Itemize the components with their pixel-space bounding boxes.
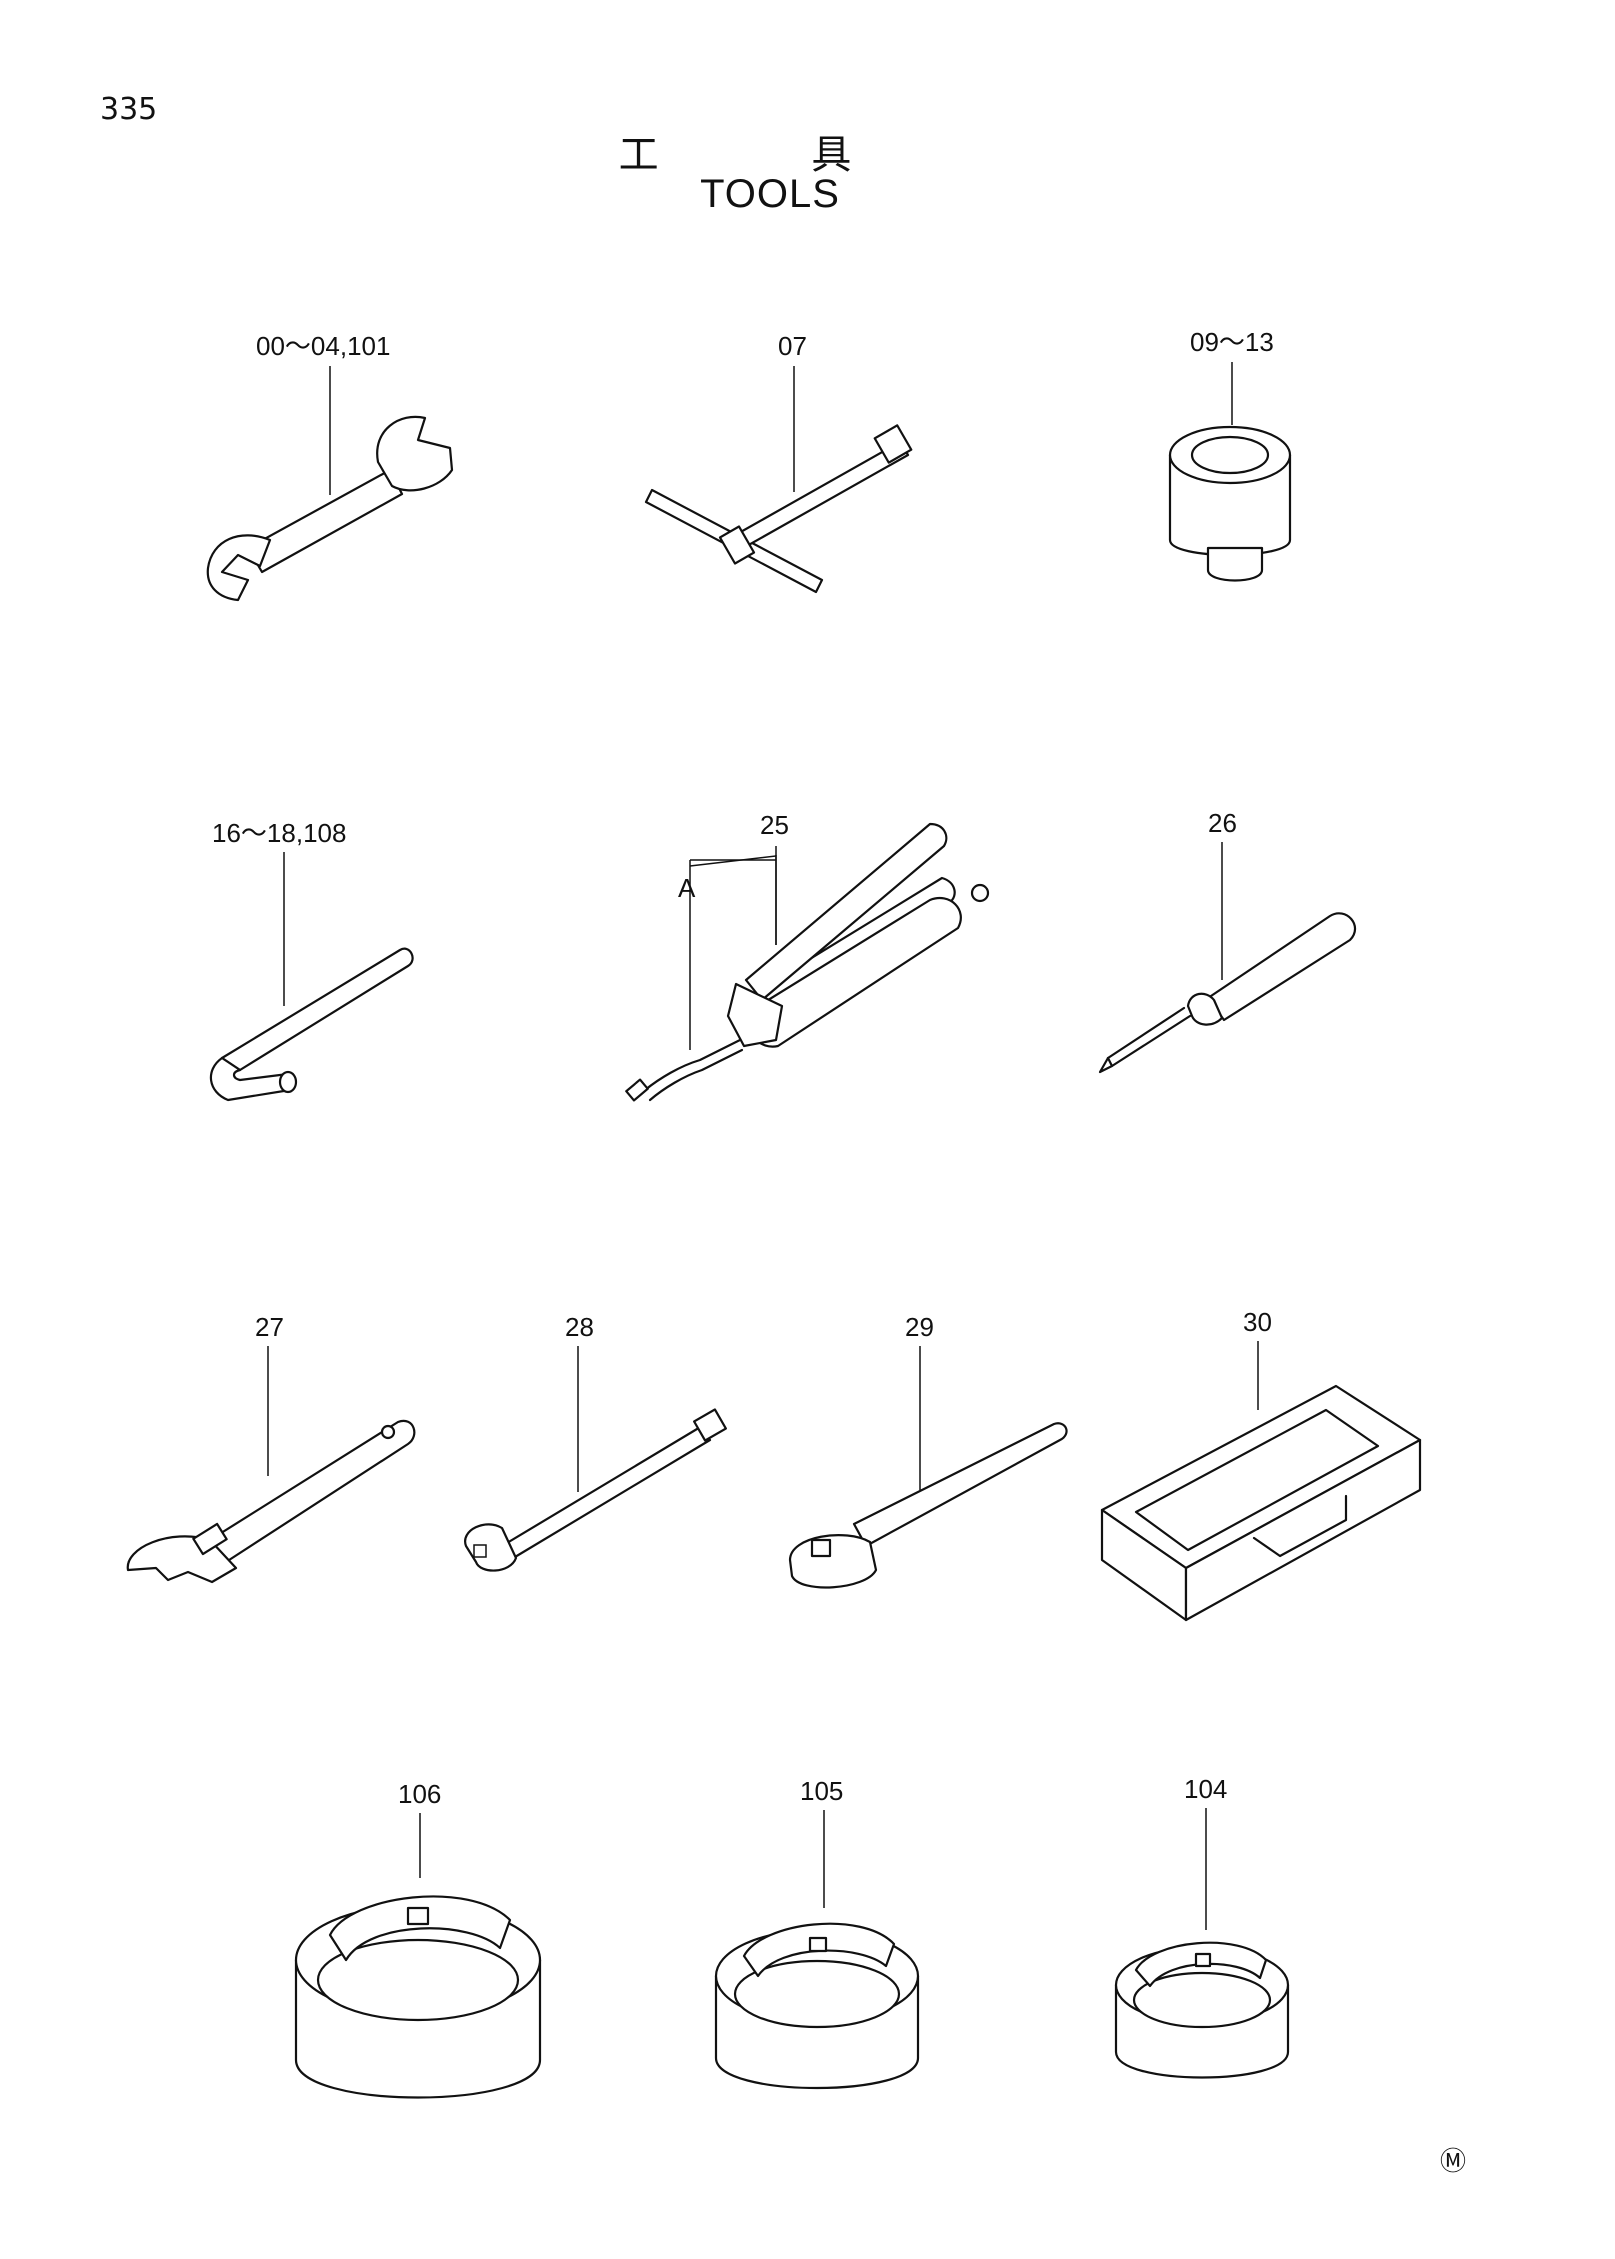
hex-key-callout: 16～18,108 [212,818,346,1006]
tool-box-drawing [1100,1384,1422,1622]
footer-mark: Ⓜ [1440,2146,1466,2176]
page-number: 335 [100,92,158,127]
t-wrench-callout-label: 07 [778,331,807,361]
adjustable-wrench-drawing [126,1419,416,1584]
screwdriver-callout: 26 [1208,808,1237,980]
extension-bar-callout: 28 [565,1312,594,1492]
filter-wrench-large-callout: 106 [398,1779,441,1878]
filter-wrench-medium-callout-label: 105 [800,1776,843,1806]
t-wrench-drawing [644,424,913,594]
filter-wrench-large-drawing [294,1895,542,2099]
socket-drawing [1168,425,1292,582]
socket-callout: 09～13 [1190,327,1274,425]
extension-bar-drawing [464,1408,727,1572]
socket-callout-label: 09～13 [1190,327,1274,357]
page-title-japanese: 工 具 [618,132,922,178]
adjustable-wrench-callout: 27 [255,1312,284,1476]
grease-gun-callout: 25 A [678,810,789,1050]
page-title: TOOLS [700,172,840,216]
ratchet-handle-callout: 29 [905,1312,934,1490]
grease-gun-callout-label: 25 [760,810,789,840]
filter-wrench-medium-callout: 105 [800,1776,843,1908]
grease-gun-sub-label: A [678,873,696,903]
filter-wrench-medium-drawing [714,1922,920,2089]
t-wrench-callout: 07 [778,331,807,492]
grease-gun-drawing [625,822,990,1102]
screwdriver-drawing [1098,912,1357,1074]
spanner-drawing [206,415,454,602]
extension-bar-callout-label: 28 [565,1312,594,1342]
ratchet-handle-callout-label: 29 [905,1312,934,1342]
screwdriver-callout-label: 26 [1208,808,1237,838]
ratchet-handle-drawing [788,1422,1068,1589]
filter-wrench-small-drawing [1114,1941,1290,2079]
hex-key-callout-label: 16～18,108 [212,818,346,848]
hex-key-drawing [209,947,414,1102]
adjustable-wrench-callout-label: 27 [255,1312,284,1342]
spanner-callout-label: 00～04,101 [256,331,390,361]
tool-box-callout-label: 30 [1243,1307,1272,1337]
tool-box-callout: 30 [1243,1307,1272,1410]
filter-wrench-small-callout-label: 104 [1184,1774,1227,1804]
spanner-callout: 00～04,101 [256,331,390,495]
filter-wrench-small-callout: 104 [1184,1774,1227,1930]
filter-wrench-large-callout-label: 106 [398,1779,441,1809]
